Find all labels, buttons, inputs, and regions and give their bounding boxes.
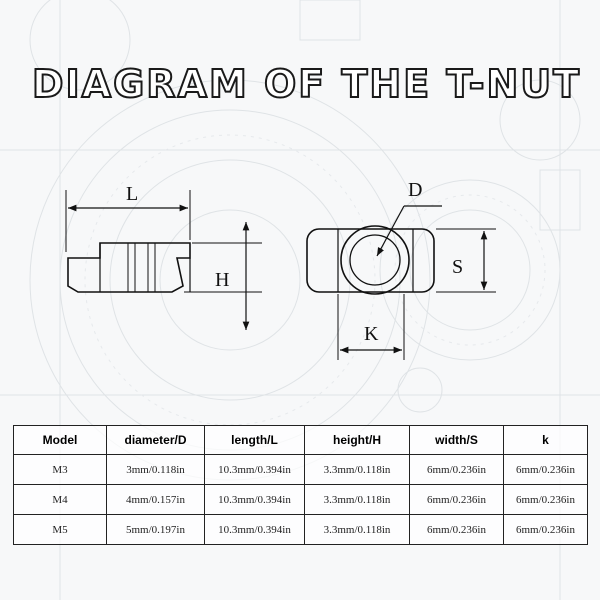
cell-width: 6mm/0.236in (409, 454, 504, 485)
cell-model: M4 (13, 484, 107, 515)
table-row: M3 3mm/0.118in 10.3mm/0.394in 3.3mm/0.11… (13, 454, 588, 485)
column-header-diameter: diameter/D (106, 425, 205, 455)
spec-table: Model diameter/D length/L height/H width… (13, 425, 588, 545)
cell-height: 3.3mm/0.118in (304, 454, 410, 485)
column-header-width: width/S (409, 425, 504, 455)
t-nut-top-outline (306, 228, 435, 293)
cell-k: 6mm/0.236in (503, 454, 588, 485)
t-nut-diagram: L H D S K (65, 179, 496, 360)
t-nut-side-profile (67, 242, 191, 293)
dimension-label-s: S (452, 256, 463, 278)
thread-hole-inner (349, 234, 401, 286)
cell-width: 6mm/0.236in (409, 514, 504, 545)
cell-k: 6mm/0.236in (503, 514, 588, 545)
cell-diameter: 5mm/0.197in (106, 514, 205, 545)
table-header-row: Model diameter/D length/L height/H width… (13, 425, 588, 455)
cell-height: 3.3mm/0.118in (304, 484, 410, 515)
table-row: M4 4mm/0.157in 10.3mm/0.394in 3.3mm/0.11… (13, 484, 588, 515)
cell-k: 6mm/0.236in (503, 484, 588, 515)
cell-length: 10.3mm/0.394in (204, 484, 305, 515)
dimension-label-h: H (215, 269, 229, 291)
thread-hole-outer (340, 225, 410, 295)
cell-length: 10.3mm/0.394in (204, 454, 305, 485)
cell-model: M5 (13, 514, 107, 545)
cell-height: 3.3mm/0.118in (304, 514, 410, 545)
cell-length: 10.3mm/0.394in (204, 514, 305, 545)
cell-model: M3 (13, 454, 107, 485)
dimension-d-leader (376, 205, 405, 257)
column-header-k: k (503, 425, 588, 455)
table-row: M5 5mm/0.197in 10.3mm/0.394in 3.3mm/0.11… (13, 514, 588, 545)
page-title: DIAGRAM OF THE T-NUT (31, 61, 582, 107)
column-header-model: Model (13, 425, 107, 455)
cell-diameter: 4mm/0.157in (106, 484, 205, 515)
dimension-label-k: K (364, 323, 379, 345)
cell-diameter: 3mm/0.118in (106, 454, 205, 485)
dimension-label-l: L (126, 183, 138, 205)
top-view (306, 205, 496, 360)
dimension-label-d: D (408, 179, 422, 201)
cell-width: 6mm/0.236in (409, 484, 504, 515)
column-header-height: height/H (304, 425, 410, 455)
column-header-length: length/L (204, 425, 305, 455)
side-view (65, 190, 262, 330)
